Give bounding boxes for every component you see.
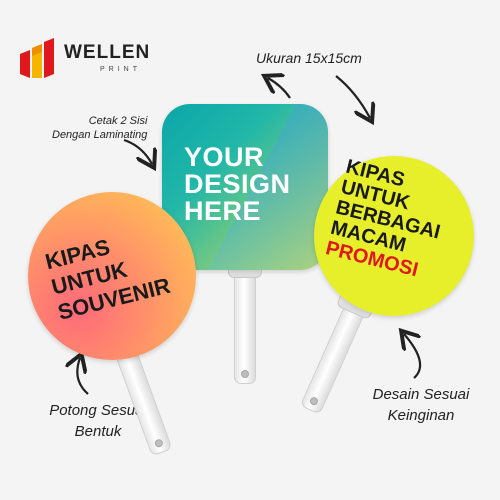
square-fan-text: YOUR DESIGN HERE <box>184 144 291 225</box>
caption-print-line2: Dengan Laminating <box>52 129 148 141</box>
caption-cut: Potong Sesuai Bentuk <box>28 400 168 442</box>
caption-print: Cetak 2 Sisi Dengan Laminating <box>52 114 147 142</box>
caption-design-line2: Keinginan <box>387 407 455 424</box>
square-fan-line3: HERE <box>184 196 262 226</box>
brand-logo: WELLEN PRINT <box>18 38 178 80</box>
caption-cut-line2: Bentuk <box>74 423 122 440</box>
square-fan-line1: YOUR <box>184 142 265 172</box>
square-fan-line2: DESIGN <box>184 169 291 199</box>
brand-name: WELLEN <box>64 42 151 63</box>
caption-size: Ukuran 15x15cm <box>256 50 362 66</box>
caption-print-line1: Cetak 2 Sisi <box>88 115 148 127</box>
square-fan: YOUR DESIGN HERE <box>162 104 328 270</box>
promo-fan-text: KIPAS UNTUK BERBAGAI MACAM PROMOSI <box>323 156 484 293</box>
caption-cut-line1: Potong Sesuai <box>49 402 147 419</box>
caption-design: Desain Sesuai Keinginan <box>356 384 486 426</box>
square-fan-handle <box>226 250 266 390</box>
souvenir-fan: KIPAS UNTUK SOUVENIR <box>28 192 196 360</box>
caption-design-line1: Desain Sesuai <box>372 386 470 403</box>
brand-sub: PRINT <box>100 66 141 73</box>
promo-fan: KIPAS UNTUK BERBAGAI MACAM PROMOSI <box>314 156 474 316</box>
souvenir-fan-text: KIPAS UNTUK SOUVENIR <box>43 216 198 326</box>
logo-mark-icon <box>20 38 54 78</box>
